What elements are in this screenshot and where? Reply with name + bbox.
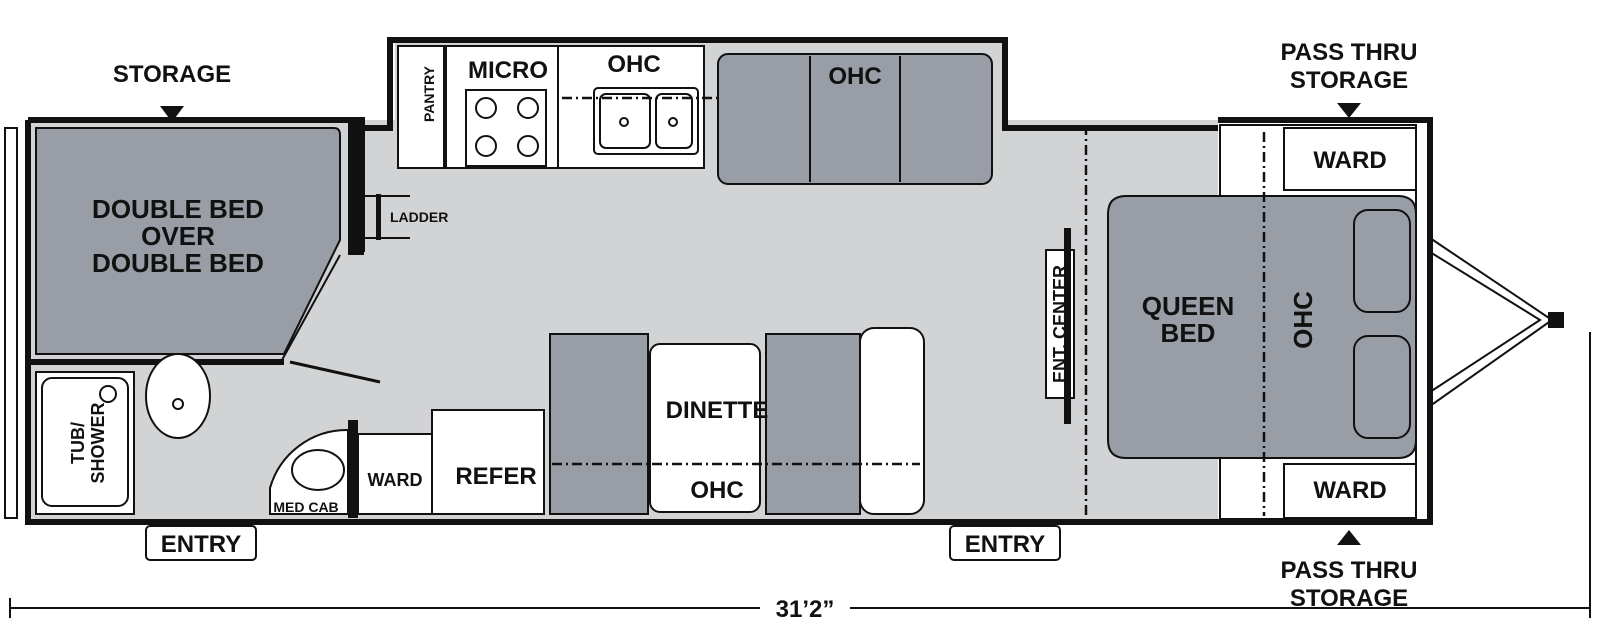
pillow-1 [1353, 209, 1411, 313]
pass-thru-bottom-arrow-icon [1337, 530, 1361, 545]
tub-shower [35, 371, 135, 515]
ohc-kitchen-label: OHC [607, 51, 660, 78]
ward-top-label: WARD [1313, 147, 1386, 174]
pass-thru-bottom-label-1: PASS THRU [1281, 557, 1418, 584]
micro-label: MICRO [468, 57, 548, 84]
ohc-sofa-label: OHC [828, 63, 881, 90]
ladder-icon [364, 194, 410, 240]
queen-label-1: QUEEN [1142, 291, 1234, 321]
sink-icon [593, 87, 699, 155]
refer-label: REFER [455, 463, 536, 490]
bunk-partition [348, 120, 364, 255]
rear-bumper [4, 127, 18, 519]
refer-box [431, 409, 545, 515]
ward-bottom-label: WARD [1313, 477, 1386, 504]
ohc-bed-label: OHC [1288, 291, 1318, 349]
ward-bath-label: WARD [368, 470, 423, 490]
stove-icon [465, 89, 547, 167]
slide-out-wall [362, 37, 1218, 131]
sofa [717, 53, 993, 185]
queen-label-2: BED [1161, 318, 1216, 348]
ward-bottom-box [1283, 463, 1417, 519]
ent-center-mount [1064, 228, 1071, 424]
pass-thru-top-arrow-icon [1337, 103, 1361, 118]
ward-top-box [1283, 127, 1417, 191]
storage-top-label: STORAGE [113, 61, 231, 88]
ent-center-label: ENT. CENTER [1050, 265, 1070, 383]
dinette-bench-2 [765, 333, 861, 515]
micro-box [445, 45, 559, 169]
bunk-bed [35, 127, 341, 355]
pantry-box [397, 45, 445, 169]
med-cab-label: MED CAB [273, 499, 338, 515]
dinette-bench-1 [549, 333, 649, 515]
bunk-curtain [281, 254, 341, 361]
entry-front-label: ENTRY [965, 531, 1045, 558]
hitch [1429, 237, 1564, 407]
outer-wall [25, 117, 1433, 525]
bunk-label-2: OVER [141, 221, 215, 251]
pillow-2 [1353, 335, 1411, 439]
toilet-icon [145, 353, 211, 439]
entry-front-box [949, 525, 1061, 561]
tub-label-2: SHOWER [88, 402, 108, 483]
pass-thru-top-label-1: PASS THRU [1281, 39, 1418, 66]
pantry-label: PANTRY [421, 65, 437, 122]
bunk-label-1: DOUBLE BED [92, 194, 264, 224]
storage-arrow-icon [160, 106, 184, 122]
toilet-bowl-icon [172, 398, 184, 410]
length-label: 31’2” [776, 596, 835, 623]
bath-door [289, 360, 381, 384]
pass-thru-bottom-label-2: STORAGE [1290, 585, 1408, 612]
dinette-chair [859, 327, 925, 515]
tub-drain-icon [99, 385, 117, 403]
queen-bed [1107, 195, 1417, 459]
tub-inner [41, 377, 129, 507]
ohc-dinette-label: OHC [690, 477, 743, 504]
entry-rear-label: ENTRY [161, 531, 241, 558]
bath-partition [348, 420, 358, 518]
entry-rear-box [145, 525, 257, 561]
sink-bath-icon [291, 449, 345, 491]
tub-label-1: TUB/ [68, 422, 88, 464]
pass-thru-top-label-2: STORAGE [1290, 67, 1408, 94]
dinette-table [649, 343, 761, 513]
dinette-label: DINETTE [666, 397, 769, 424]
ladder-label: LADDER [390, 209, 448, 225]
bunk-label-3: DOUBLE BED [92, 248, 264, 278]
